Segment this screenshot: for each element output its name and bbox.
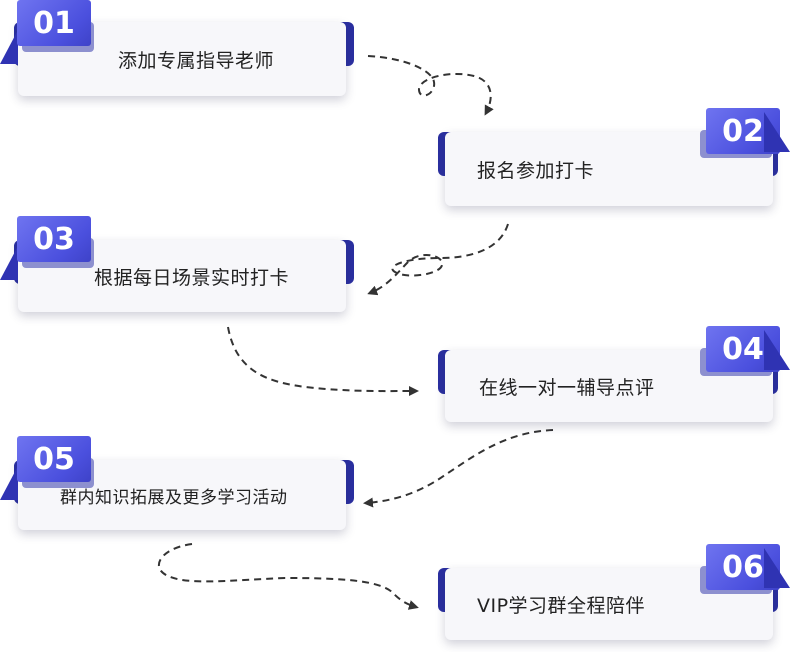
step-05: 群内知识拓展及更多学习活动 05	[0, 436, 356, 532]
step-02-label: 报名参加打卡	[477, 159, 595, 182]
step-03: 根据每日场景实时打卡 03	[0, 216, 356, 312]
step-01-badge: 01	[17, 0, 91, 46]
step-06-label: VIP学习群全程陪伴	[477, 594, 646, 617]
step-04-label: 在线一对一辅导点评	[479, 376, 655, 399]
step-05-badge: 05	[17, 436, 91, 482]
arrow-02-03	[367, 223, 509, 296]
step-03-label: 根据每日场景实时打卡	[94, 266, 290, 289]
step-05-label: 群内知识拓展及更多学习活动	[60, 487, 288, 508]
step-06: VIP学习群全程陪伴 06	[438, 544, 792, 640]
arrow-01-02	[367, 55, 494, 116]
arrow-04-05	[363, 429, 554, 508]
step-02: 报名参加打卡 02	[438, 108, 792, 206]
step-03-badge: 03	[17, 216, 91, 262]
arrow-05-06	[157, 543, 419, 610]
arrow-03-04	[227, 326, 419, 397]
step-04: 在线一对一辅导点评 04	[438, 326, 792, 422]
step-01: 添加专属指导老师 01	[0, 0, 356, 96]
step-01-label: 添加专属指导老师	[118, 49, 275, 72]
